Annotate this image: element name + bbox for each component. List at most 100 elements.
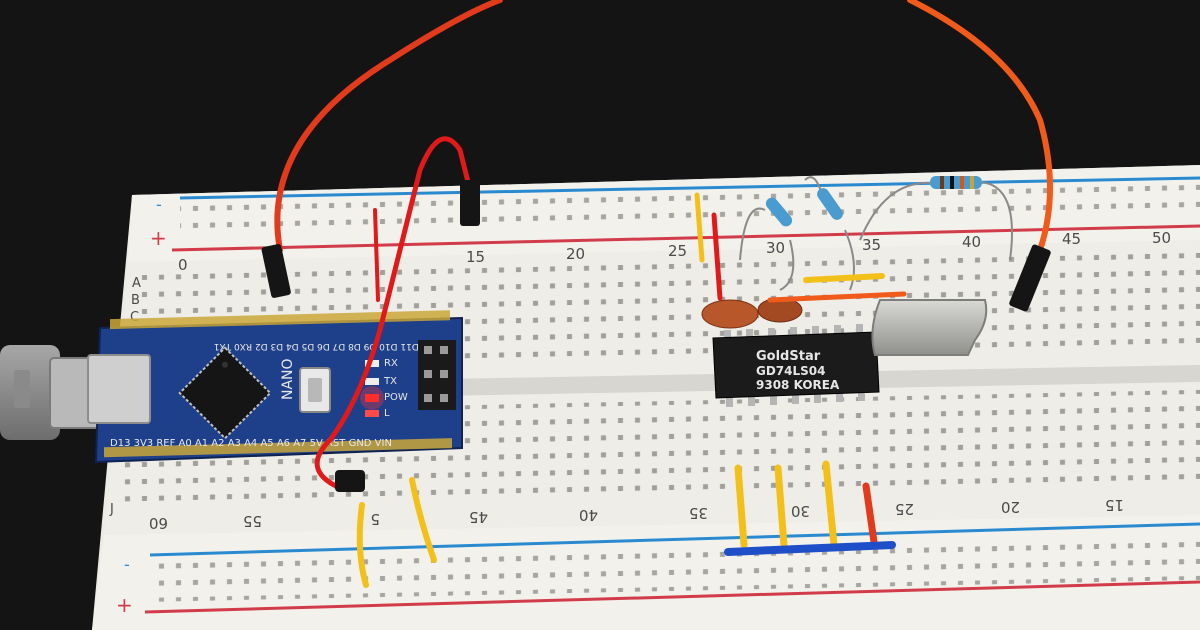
ceramic-capacitor: [701, 299, 759, 329]
nano-top-pin-labels: D12 D11 D10 D9 D8 D7 D6 D5 D4 D3 D2 RX0 …: [214, 341, 440, 351]
icsp-pin: [424, 394, 432, 402]
column-number: 55: [243, 512, 262, 530]
ic-pins: [724, 324, 865, 407]
top-rail-minus: -: [156, 195, 162, 214]
nano-model-label: NANO: [280, 358, 296, 400]
usb-cable: [0, 345, 101, 440]
icsp-pin: [440, 394, 448, 402]
led-l: [365, 410, 379, 417]
column-number: 60: [149, 514, 168, 532]
wire-connectors: [261, 180, 1051, 492]
row-letter: B: [131, 293, 140, 308]
resistor-blue: [765, 197, 793, 227]
icsp-housing: [418, 340, 456, 410]
bottom-rail-red-line: [144, 580, 1200, 614]
ceramic-capacitors: [701, 297, 803, 329]
black-connector: [261, 244, 291, 298]
led-tx: [365, 378, 379, 385]
resistor-blue: [817, 188, 843, 220]
icsp-pin: [440, 370, 448, 378]
nano-bottom-header: [104, 438, 452, 458]
ic-part-number: GD74LS04: [756, 364, 826, 378]
bottom-rail-blue-line: [149, 522, 1200, 557]
red-jumper-wire: [314, 136, 473, 491]
bottom-column-numbers: 60 55 5 45 40 35 30 25 20 15: [149, 496, 1124, 532]
black-connector: [1009, 244, 1051, 312]
ic-package: [712, 331, 880, 399]
usb-boot-groove: [14, 370, 30, 408]
column-number: 0: [178, 256, 188, 274]
top-rail-plus: +: [150, 226, 167, 250]
mcu-pin1-dot: [222, 361, 229, 368]
crystal-can: [871, 299, 988, 356]
row-letter: C: [130, 310, 139, 325]
column-number: 30: [791, 502, 810, 520]
reset-button-cap: [308, 378, 322, 402]
column-number: 45: [469, 508, 488, 526]
column-number: 50: [1152, 229, 1171, 247]
icsp-pin: [440, 346, 448, 354]
led-label: TX: [383, 376, 397, 387]
red-jumper-wire: [862, 482, 878, 546]
top-rail-holes: [180, 174, 1200, 239]
ic-brand: GoldStar: [756, 349, 821, 364]
arduino-nano-board: D12 D11 D10 D9 D8 D7 D6 D5 D4 D3 D2 RX0 …: [87, 310, 463, 464]
led-label: RX: [384, 358, 398, 369]
led-label: L: [384, 408, 390, 419]
orange-jumper-wire: [274, 0, 503, 253]
yellow-jumper-wire: [694, 192, 705, 263]
blue-jumper-wire: [724, 541, 896, 556]
led-pow: [365, 394, 379, 402]
orange-jumper-wire: [907, 0, 1053, 253]
resistor-bands: [940, 176, 974, 189]
row-letters: A B C J: [109, 276, 141, 517]
bottom-rail-holes: [150, 534, 1200, 602]
yellow-jumper-wire: [734, 464, 748, 549]
red-jumper-wire: [711, 212, 723, 301]
bottom-header-pins: [104, 438, 452, 458]
column-number: 35: [862, 236, 881, 254]
yellow-jumper-wire: [774, 464, 788, 549]
bottom-rail-minus: -: [124, 555, 130, 574]
column-number: 15: [466, 248, 485, 266]
mcu-package: [178, 346, 272, 440]
icsp-pin: [424, 346, 432, 354]
74ls04-ic: GoldStar GD74LS04 9308 KOREA: [712, 324, 880, 407]
row-letter: J: [109, 502, 114, 517]
yellow-jumper-wire: [822, 460, 838, 549]
led-label: POW: [384, 392, 408, 403]
mini-usb-connector: [87, 354, 151, 424]
ic-date-origin: 9308 KOREA: [756, 378, 840, 392]
jumper-wires: [274, 0, 1053, 588]
column-number: 20: [1001, 498, 1020, 516]
nano-bottom-pin-labels: D13 3V3 REF A0 A1 A2 A3 A4 A5 A6 A7 5V R…: [110, 438, 392, 449]
resistor-blue: [930, 176, 982, 189]
top-header-pins: [110, 310, 450, 330]
top-column-numbers: 0 15 20 25 30 35 40 45 50: [178, 229, 1171, 274]
column-number: 25: [895, 500, 914, 518]
yellow-jumper-wire: [803, 273, 885, 283]
orange-jumper-wire: [767, 291, 907, 303]
crystal-oscillator: [871, 299, 988, 356]
atmega-chip: [178, 346, 272, 440]
column-number: 35: [689, 504, 708, 522]
yellow-jumper-wire: [409, 477, 437, 563]
black-connector: [335, 470, 365, 492]
column-number: 40: [962, 233, 981, 251]
led-glow: [360, 386, 384, 410]
led-labels: RX TX POW L: [383, 358, 408, 419]
column-number: 5: [370, 510, 380, 528]
red-short-wire: [373, 208, 380, 302]
column-number: 45: [1062, 230, 1081, 248]
column-number: 15: [1105, 496, 1124, 514]
yellow-jumper-wire: [356, 502, 369, 588]
column-number: 25: [668, 242, 687, 260]
nano-top-header: [110, 310, 450, 330]
led-rx: [365, 360, 379, 367]
column-number: 40: [579, 506, 598, 524]
row-letter: A: [132, 276, 141, 291]
icsp-header: [418, 340, 456, 410]
top-rail-red-line: [171, 224, 1200, 252]
column-number: 20: [566, 245, 585, 263]
